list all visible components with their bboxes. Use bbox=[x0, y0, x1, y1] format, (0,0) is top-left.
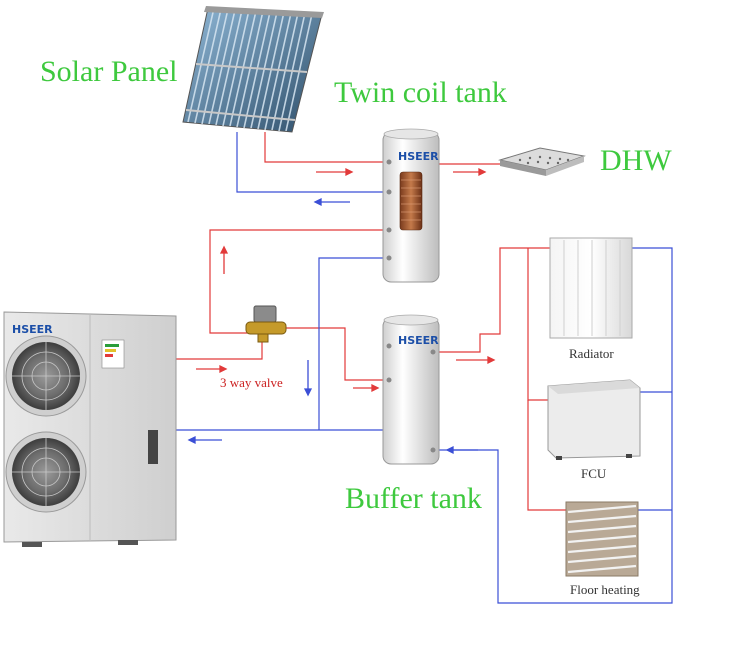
twin-tank-return-pipe bbox=[318, 257, 388, 430]
three-way-valve-label: 3 way valve bbox=[220, 375, 283, 390]
pipes bbox=[175, 132, 673, 604]
radiator-return-pipe bbox=[438, 247, 673, 604]
heatpump-hot-pipe bbox=[175, 338, 263, 360]
buffer-tank-label: Buffer tank bbox=[345, 482, 482, 515]
floor-hot-pipe bbox=[527, 400, 566, 511]
tank-coil-hot-pipe bbox=[209, 229, 388, 334]
flow-arrows bbox=[187, 167, 496, 455]
radiator-label: Radiator bbox=[569, 346, 614, 361]
fcu-image bbox=[547, 379, 641, 460]
shower-head-image bbox=[498, 147, 586, 176]
floor-heating-label: Floor heating bbox=[570, 582, 640, 597]
fcu-label: FCU bbox=[581, 466, 607, 481]
heat-pump-brand: HSEER bbox=[12, 323, 53, 336]
twin-coil-tank-label: Twin coil tank bbox=[334, 76, 507, 109]
three-way-valve-image bbox=[245, 305, 287, 343]
solar-panel-label: Solar Panel bbox=[40, 55, 178, 88]
twin-coil-tank-image bbox=[382, 128, 440, 283]
buffer-hot-out-pipe bbox=[438, 247, 552, 353]
buffer-tank-image bbox=[382, 314, 440, 465]
twin-tank-brand: HSEER bbox=[398, 150, 439, 163]
solar-hot-pipe bbox=[264, 132, 388, 163]
fcu-hot-pipe bbox=[527, 248, 548, 401]
heat-pump-unit-image bbox=[3, 311, 177, 547]
floor-heating-image bbox=[565, 501, 639, 577]
buffer-tank-brand: HSEER bbox=[398, 334, 439, 347]
radiator-image bbox=[549, 237, 633, 339]
solar-return-pipe bbox=[236, 132, 388, 193]
solar-panel-image bbox=[182, 6, 324, 133]
dhw-label: DHW bbox=[600, 144, 672, 177]
valve-to-buffer-pipe bbox=[286, 327, 388, 381]
